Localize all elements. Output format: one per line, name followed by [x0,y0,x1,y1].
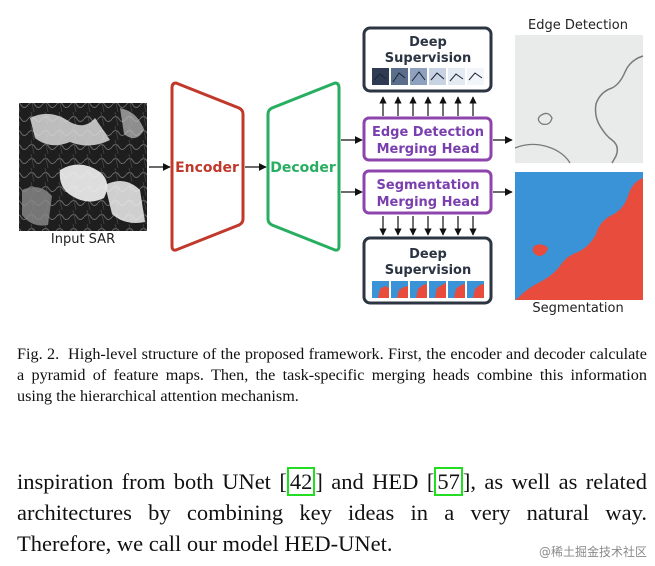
edge-head-line1: Edge Detection [372,125,484,140]
deep-supervision-top-line1: Deep [409,35,447,50]
citation-link-57[interactable]: 57 [434,467,463,496]
decoder-block [266,81,341,252]
seg-merging-head-box [362,169,493,215]
seg-head-line1: Segmentation [377,178,480,193]
body-part2: and HED [322,469,427,494]
deep-supervision-top-line2: Supervision [385,51,471,66]
segmentation-output-image [515,172,643,300]
deep-supervision-top-thumbnails [372,68,484,85]
body-part1: inspiration from both UNet [17,469,280,494]
arrows-edge-to-supervision [379,96,477,116]
deep-supervision-bottom-line1: Deep [409,247,447,262]
edge-output-label: Edge Detection [528,18,628,33]
edge-merging-head-box [362,116,493,162]
seg-output-label: Segmentation [532,301,623,316]
caption-prefix: Fig. 2. [17,345,60,363]
input-sar-image [19,103,147,231]
edge-detection-output-image [514,35,644,164]
decoder-label: Decoder [270,160,336,176]
deep-supervision-bottom-line2: Supervision [385,263,471,278]
figure-caption: Fig. 2. High-level structure of the prop… [17,344,647,407]
deep-supervision-bottom-thumbnails [372,281,484,298]
edge-head-line2: Merging Head [377,142,480,157]
arrows-seg-to-supervision [379,216,477,236]
encoder-label: Encoder [175,160,239,176]
seg-head-line2: Merging Head [377,195,480,210]
citation-link-42[interactable]: 42 [286,467,316,496]
watermark: @稀土掘金技术社区 [538,545,647,559]
framework-figure: Input SAR Encoder Decoder Deep Supervisi… [19,18,644,316]
body-part3: , as well as related architectures by co… [17,469,647,556]
encoder-block [170,81,245,252]
caption-text: High-level structure of the proposed fra… [17,345,647,405]
input-sar-label: Input SAR [51,232,115,247]
body-paragraph: inspiration from both UNet [42] and HED … [17,467,647,556]
